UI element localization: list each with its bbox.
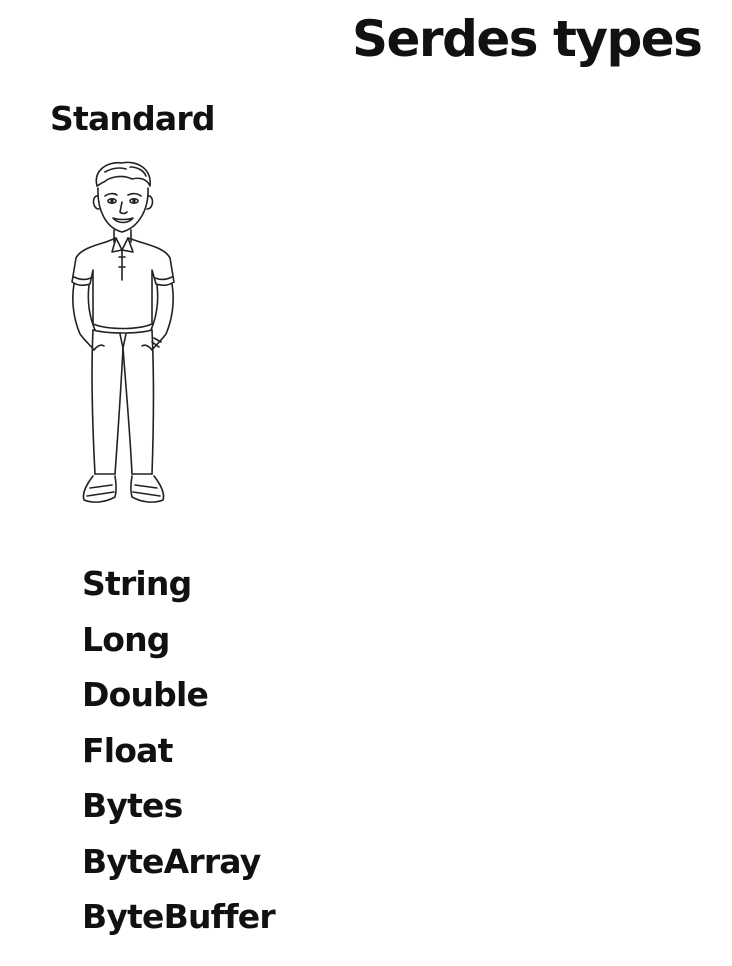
type-bytearray: ByteArray [82,841,261,881]
type-bytebuffer: ByteBuffer [82,897,276,936]
serdes-type-list: String Long Double Float Bytes ByteArray… [82,556,276,945]
slide-title: Serdes types [352,10,703,68]
type-long: Long [82,619,170,659]
type-string: String [82,564,192,603]
standing-person-icon [71,161,175,503]
type-bytes: Bytes [82,786,183,825]
type-double: Double [82,675,209,714]
type-float: Float [82,730,173,770]
standard-heading: Standard [50,99,216,138]
